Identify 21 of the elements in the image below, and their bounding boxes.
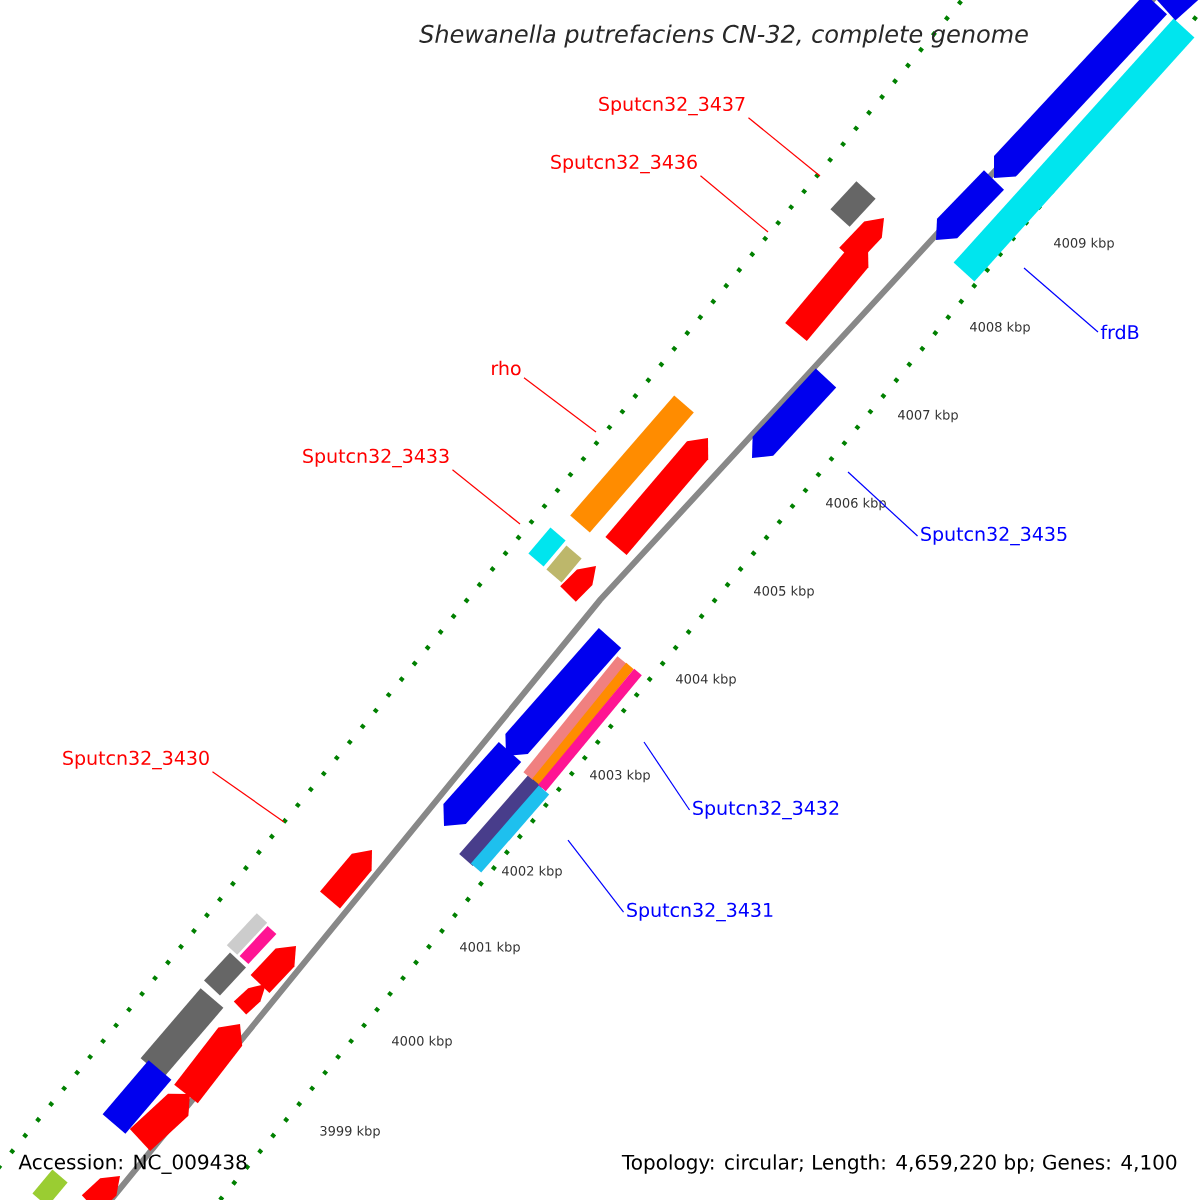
leader-line [643, 741, 691, 811]
leader-line [1023, 267, 1099, 333]
gene-label: Sputcn32_3436 [551, 154, 697, 174]
gene-label: Sputcn32_3430 [63, 750, 209, 770]
title: Shewanella putrefaciens CN-32, complete genome [419, 24, 1028, 48]
gene-label: Sputcn32_3437 [599, 96, 745, 116]
leader-line [567, 839, 625, 913]
gene-label: frdB [1100, 324, 1139, 340]
genome-info-text: Topology: circular; Length: 4,659,220 bp; Genes: 4,100 [621, 1154, 1177, 1174]
gene-label: Sputcn32_3433 [303, 448, 449, 468]
gene-label: Sputcn32_3431 [627, 902, 773, 922]
gene-label: rho [492, 360, 521, 376]
leader-line [699, 175, 769, 233]
gene-label: Sputcn32_3432 [693, 800, 839, 820]
accession-text: Accession: NC_009438 [18, 1154, 247, 1174]
leader-line [523, 377, 597, 433]
leader-line [747, 117, 821, 177]
gene-label: Sputcn32_3435 [921, 526, 1067, 546]
leader-line [211, 771, 285, 823]
leader-line [847, 471, 919, 537]
leader-line [451, 469, 521, 525]
